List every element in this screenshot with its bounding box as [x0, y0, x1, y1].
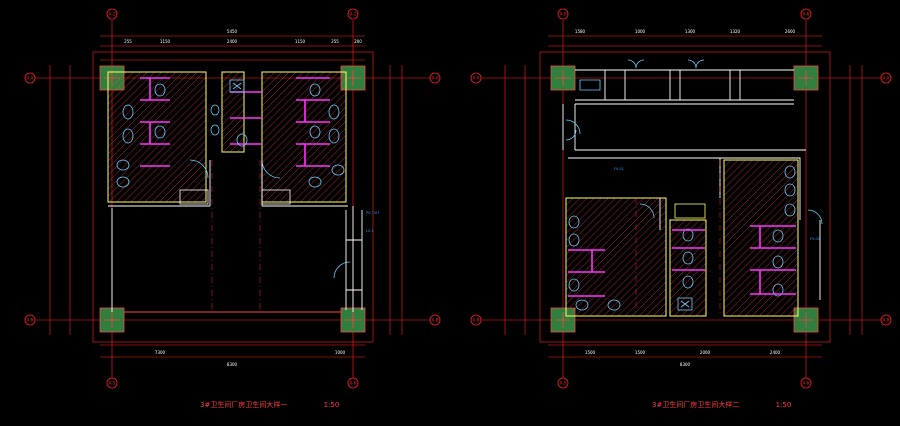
note-text: PV-7/07 — [366, 211, 379, 215]
grid-label: A-6 — [803, 381, 810, 386]
plan-2: A-5 A-6 A-5 A-6 A-A A-B A-A A-B 1580 100… — [470, 8, 892, 389]
center-lines — [635, 160, 721, 316]
grid-label: A-B — [432, 318, 439, 323]
dim-text: 255 — [331, 39, 339, 44]
scale-text: 1:50 — [323, 401, 340, 409]
toilet-areas — [565, 159, 799, 317]
dim-text: 2400 — [770, 350, 781, 355]
grid-label: A-5 — [560, 381, 567, 386]
scale-text: 1:50 — [775, 401, 792, 409]
center-lines — [211, 160, 261, 312]
grid-label: A-A — [473, 76, 480, 81]
title-text: 3#卫生间厂房卫生间大样一 — [200, 401, 288, 409]
dim-text: 1000 — [635, 29, 646, 34]
grid-label: A-A — [27, 76, 34, 81]
grid-bubbles — [24, 8, 441, 389]
grid-label: A-A — [432, 76, 439, 81]
plan-1: A-1 A-2 A-5 A-6 A-A A-B A-A A-B 5450 255… — [24, 8, 441, 389]
dim-text: 200 — [354, 39, 362, 44]
note-text: FV-01 — [614, 167, 624, 171]
drawing-title: 3#卫生间厂房卫生间大样一 1:50 — [200, 400, 339, 410]
dim-text: 2600 — [785, 29, 796, 34]
grid-bubbles — [470, 8, 892, 389]
dim-text: 1150 — [295, 39, 306, 44]
grid-label: A-1 — [109, 12, 116, 17]
grid-label: A-5 — [109, 381, 116, 386]
walls — [108, 160, 363, 313]
drawing-title: 3#卫生间厂房卫生间大样二 1:50 — [652, 400, 791, 410]
dim-text: 1150 — [160, 39, 171, 44]
dim-text: 1000 — [335, 350, 346, 355]
dim-text: 255 — [124, 39, 132, 44]
grid-label: A-A — [883, 76, 890, 81]
fixtures — [116, 79, 351, 279]
dim-text: 1500 — [585, 350, 596, 355]
grid-label: A-B — [27, 318, 34, 323]
note-text: FV-02 — [810, 237, 820, 241]
dim-text: 5450 — [227, 29, 238, 34]
note-text: LS-1 — [366, 229, 374, 233]
dim-text: 1320 — [730, 29, 741, 34]
dim-text: 2000 — [700, 350, 711, 355]
dim-text: 8300 — [227, 362, 238, 367]
dim-text: 2400 — [227, 39, 238, 44]
stall-partitions — [568, 225, 796, 297]
stall-partitions — [140, 77, 330, 167]
dim-text: 1500 — [635, 350, 646, 355]
dim-text: 8300 — [680, 362, 691, 367]
grid-label: A-B — [473, 318, 480, 323]
grid-label: A-6 — [803, 12, 810, 17]
grid-label: A-B — [883, 318, 890, 323]
dim-text: 1300 — [685, 29, 696, 34]
dim-text: 1580 — [575, 29, 586, 34]
grid-label: A-2 — [350, 12, 357, 17]
title-text: 3#卫生间厂房卫生间大样二 — [652, 401, 740, 409]
dim-text: 7300 — [155, 350, 166, 355]
grid-label: A-6 — [350, 381, 357, 386]
grid-lines — [480, 20, 884, 378]
grid-label: A-5 — [560, 12, 567, 17]
